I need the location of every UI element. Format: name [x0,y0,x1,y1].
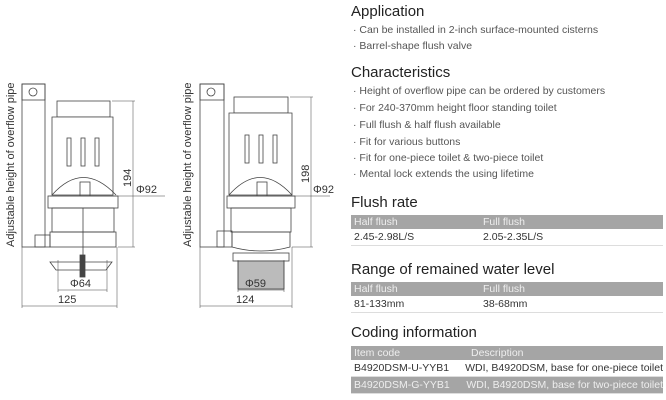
characteristics-heading: Characteristics [351,64,451,81]
table-cell: 38-68mm [483,298,528,310]
height-dimension: 198 [300,165,312,183]
dimension-lines-left [21,100,165,308]
column-header: Half flush [354,216,398,228]
height-dimension: 194 [122,169,134,187]
characteristics-item: · Height of overflow pipe can be ordered… [353,85,606,97]
width-dimension: 124 [236,294,254,306]
diameter-dimension: Φ92 [136,184,157,196]
application-heading: Application [351,3,425,20]
column-header: Full flush [483,283,526,295]
table-header: Half flush Full flush [351,215,663,229]
coding-heading: Coding information [351,324,477,341]
column-header: Half flush [354,283,398,295]
characteristics-item: · For 240-370mm height floor standing to… [353,102,557,114]
table-row: 81-133mm 38-68mm [351,296,663,313]
base-diameter-dimension: Φ59 [245,278,266,290]
water-level-table: Half flush Full flush 81-133mm 38-68mm [351,282,663,313]
table-cell: 2.45-2.98L/S [354,231,415,243]
diameter-dimension: Φ92 [313,184,334,196]
water-level-heading: Range of remained water level [351,261,555,278]
application-item: · Barrel-shape flush valve [353,40,473,52]
characteristics-item: · Fit for one-piece toilet & two-piece t… [353,152,544,164]
characteristics-item: · Full flush & half flush available [353,119,501,131]
overflow-pipe-height-label: Adjustable height of overflow pipe [5,83,17,248]
technical-drawings: Adjustable height of overflow pipe 194 Φ… [5,83,334,308]
dimension-lines-right [199,96,330,308]
table-row: B4920DSM-G-YYB1 WDI, B4920DSM, base for t… [351,377,663,394]
table-header: Half flush Full flush [351,282,663,296]
column-header: Item code [354,347,401,359]
valve-drawing-two-piece [199,83,296,290]
table-cell: B4920DSM-U-YYB1 [354,362,450,374]
characteristics-item: · Mental lock extends the using lifetime [353,168,534,180]
column-header: Description [471,347,524,359]
table-row: B4920DSM-U-YYB1 WDI, B4920DSM, base for o… [351,360,663,377]
table-cell: WDI, B4920DSM, base for two-piece toilet [466,379,663,391]
flush-rate-table: Half flush Full flush 2.45-2.98L/S 2.05-2.… [351,215,663,246]
table-row: 2.45-2.98L/S 2.05-2.35L/S [351,229,663,246]
table-cell: 2.05-2.35L/S [483,231,544,243]
table-cell: B4920DSM-G-YYB1 [354,379,450,391]
column-header: Full flush [483,216,526,228]
valve-drawing-one-piece [21,83,119,278]
flush-rate-heading: Flush rate [351,194,418,211]
overflow-pipe-height-label: Adjustable height of overflow pipe [182,83,194,248]
application-item: · Can be installed in 2-inch surface-mou… [353,24,599,36]
table-cell: 81-133mm [354,298,405,310]
base-diameter-dimension: Φ64 [70,278,91,290]
characteristics-item: · Fit for various buttons [353,136,461,148]
table-header: Item code Description [351,346,663,360]
table-cell: WDI, B4920DSM, base for one-piece toilet [465,362,663,374]
width-dimension: 125 [58,294,76,306]
